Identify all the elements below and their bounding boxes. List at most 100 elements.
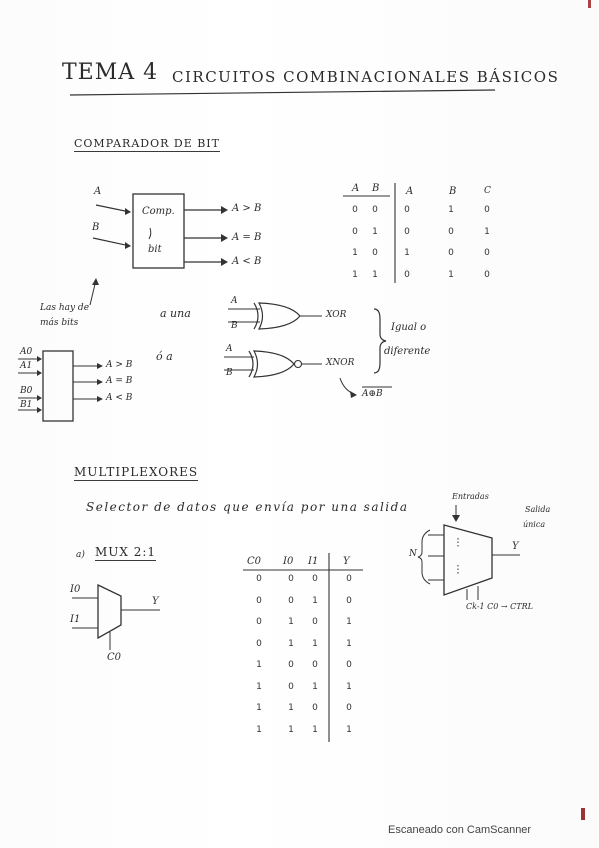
cmp-table-cell: 1: [352, 270, 358, 280]
mux-table-cell: 1: [312, 595, 318, 606]
section-heading-comparador: Comparador de bit: [74, 137, 220, 152]
cmp-table-cell: 1: [484, 227, 490, 237]
mux21-i1: I1: [70, 614, 81, 625]
multi-out-equal: A = B: [106, 376, 133, 386]
mux-table-cell: 1: [256, 660, 262, 670]
camscanner-watermark: Escaneado con CamScanner: [388, 824, 532, 836]
mux-table-cell: 1: [312, 638, 318, 649]
mux21-i0: I0: [70, 584, 81, 595]
cmp-table-cell: 0: [404, 227, 410, 237]
multi-out-less: A < B: [106, 393, 133, 403]
cmp-table-cell: 0: [404, 205, 410, 215]
out-greater-label: A > B: [232, 203, 262, 214]
cmp-table-cell: 0: [484, 270, 490, 280]
mux21-heading: Mux 2:1: [95, 545, 157, 561]
cmp-table-cell: 1: [372, 270, 378, 280]
input-b-label: B: [92, 222, 100, 233]
mux-table-cell: 0: [312, 574, 318, 584]
mux-table-cell: 1: [256, 724, 262, 735]
mux-ctrl-label: Ck-1 C0 → CTRL: [466, 602, 533, 611]
multi-in-a1: A1: [20, 361, 33, 371]
salida-label-line1: Salida: [525, 505, 551, 514]
note-line1: Las hay de: [40, 303, 90, 313]
bracket-note-line2: diferente: [384, 346, 431, 357]
mux-table-cell: 0: [256, 595, 262, 606]
mux-table-cell: 0: [288, 681, 294, 692]
xnor-in-b: B: [226, 368, 233, 378]
mux-table-cell: 1: [346, 617, 352, 627]
mux-y-label: Y: [512, 541, 519, 552]
cmp-table-cell: 0: [404, 270, 410, 280]
xor-output-label: XOR: [326, 310, 347, 320]
cmp-table-cell: 1: [404, 248, 410, 258]
cmp-table-cell: 0: [448, 248, 454, 258]
comp-box-label: Comp.: [142, 206, 175, 217]
mux-n-label: N: [409, 549, 417, 559]
cmp-table-cell: 0: [484, 248, 490, 258]
a-una-text: a una: [160, 307, 191, 320]
comp-box-bit: bit: [148, 244, 162, 255]
mux-table-cell: 1: [312, 681, 318, 692]
cmp-table-cell: 0: [484, 205, 490, 215]
xor-in-b: B: [231, 321, 238, 331]
cmp-table-cell: 0: [372, 248, 378, 258]
multi-in-b1: B1: [20, 400, 33, 410]
title-text: Circuitos Combinacionales Básicos: [172, 68, 560, 86]
mux-table-h-c0: C0: [247, 556, 262, 567]
mux-table-cell: 0: [256, 574, 262, 584]
out-equal-label: A = B: [232, 232, 262, 243]
mux-table-cell: 1: [346, 638, 352, 649]
mux-table-h-i1: I1: [308, 556, 319, 567]
mux-table-cell: 0: [312, 617, 318, 627]
mux-table-cell: 1: [288, 638, 294, 649]
note-line2: más bits: [40, 318, 79, 328]
mux-table-cell: 0: [312, 660, 318, 670]
mux21-c0: C0: [107, 652, 122, 663]
mux-table-cell: 0: [312, 703, 318, 713]
cmp-table-cell: 0: [352, 205, 358, 215]
mux-table-h-y: Y: [343, 556, 350, 567]
cmp-table-h-b2: B: [449, 186, 457, 197]
cmp-table-h-a: A: [352, 183, 360, 194]
mux-table-cell: 0: [288, 574, 294, 584]
mux-table-cell: 0: [346, 703, 352, 713]
cmp-table-cell: 0: [448, 227, 454, 237]
cmp-table-cell: 1: [372, 227, 378, 237]
mux-table-cell: 0: [256, 617, 262, 627]
mux-table-cell: 1: [288, 724, 294, 735]
mux-table-h-i0: I0: [283, 556, 294, 567]
mux-table-cell: 1: [256, 681, 262, 692]
mux-table-cell: 1: [256, 703, 262, 713]
mux-table-cell: 0: [346, 595, 352, 606]
salida-label-line2: única: [523, 520, 546, 529]
mux-table-cell: 0: [288, 660, 294, 670]
cmp-table-cell: 1: [448, 270, 454, 280]
cmp-table-h-a2: A: [406, 186, 414, 197]
cmp-table-h-c: C: [484, 186, 491, 196]
input-a-label: A: [94, 186, 102, 197]
xor-in-a: A: [231, 296, 238, 306]
cmp-table-cell: 1: [448, 205, 454, 215]
mux-description: Selector de datos que envía por una sali…: [86, 500, 409, 514]
mux-table-cell: 1: [288, 617, 294, 627]
bracket-note-line1: Igual o: [391, 322, 427, 333]
multi-in-b0: B0: [20, 386, 33, 396]
bullet-a: a): [76, 550, 85, 560]
mux-table-cell: 0: [346, 660, 352, 670]
mux21-y: Y: [152, 596, 159, 607]
multi-out-greater: A > B: [106, 360, 133, 370]
mux-table-cell: 1: [346, 724, 352, 735]
cmp-table-cell: 1: [352, 248, 358, 258]
xnor-output-label: XNOR: [326, 358, 355, 368]
mux-table-cell: 0: [288, 595, 294, 606]
xnor-in-a: A: [226, 344, 233, 354]
